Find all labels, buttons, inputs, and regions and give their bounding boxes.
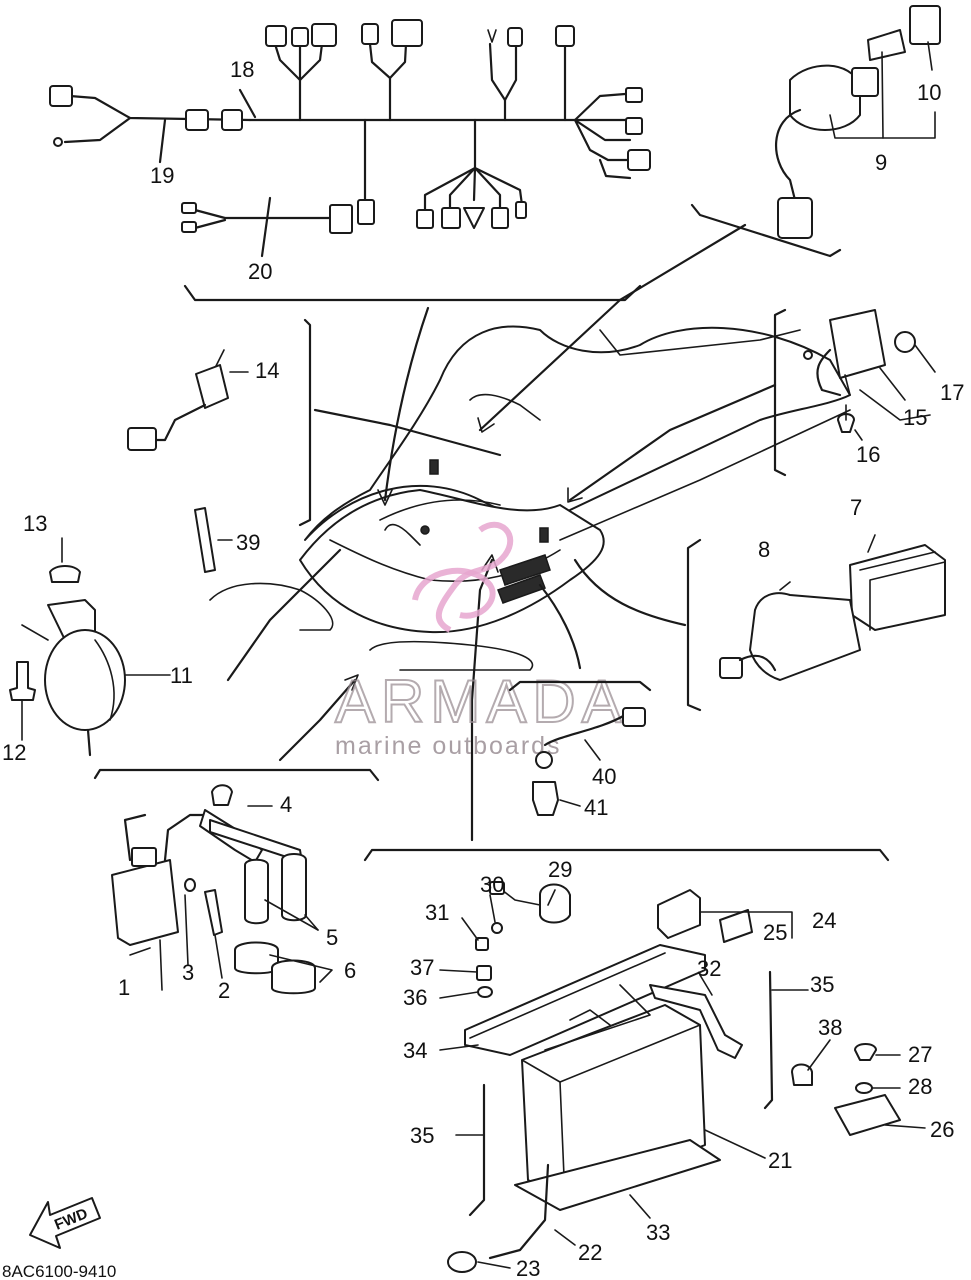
- callout-35-top: 35: [810, 972, 834, 997]
- cdi-group: [686, 534, 946, 712]
- callout-23: 23: [516, 1256, 540, 1280]
- callout-32: 32: [697, 956, 721, 981]
- callout-16: 16: [856, 442, 880, 467]
- callout-26: 26: [930, 1117, 954, 1142]
- ignition-coil-group: [93, 768, 380, 995]
- switch-group-14: [127, 318, 312, 573]
- callout-33: 33: [646, 1220, 670, 1245]
- snowmobile-illustration: [209, 223, 931, 842]
- callout-17: 17: [940, 380, 964, 405]
- callout-25: 25: [763, 920, 787, 945]
- callout-5: 5: [326, 925, 338, 950]
- callout-39: 39: [236, 530, 260, 555]
- callout-22: 22: [578, 1240, 602, 1265]
- callout-19: 19: [150, 163, 174, 188]
- callout-4: 4: [280, 792, 292, 817]
- callout-27: 27: [908, 1042, 932, 1067]
- callout-30: 30: [480, 872, 504, 897]
- callout-31: 31: [425, 900, 449, 925]
- callout-15: 15: [903, 405, 927, 430]
- callout-41: 41: [584, 795, 608, 820]
- callout-14: 14: [255, 358, 279, 383]
- horn-group: [9, 537, 171, 757]
- watermark-brand: ARMADA: [335, 668, 628, 735]
- callout-35-bottom: 35: [410, 1123, 434, 1148]
- battery-group: [363, 848, 926, 1273]
- sensor-group: [508, 680, 652, 816]
- callout-24: 24: [812, 908, 836, 933]
- callout-2: 2: [218, 978, 230, 1003]
- callout-8: 8: [758, 537, 770, 562]
- callout-12: 12: [2, 740, 26, 765]
- callout-labels: 18 19 20 10 9 14 17 15 16 13 39 7 8 11 1…: [2, 57, 964, 1280]
- wire-harness-group: [49, 19, 651, 302]
- diagram-code: 8AC6100-9410: [2, 1262, 116, 1280]
- callout-7: 7: [850, 495, 862, 520]
- callout-34: 34: [403, 1038, 427, 1063]
- callout-28: 28: [908, 1074, 932, 1099]
- fwd-arrow-icon: FWD: [29, 1197, 101, 1249]
- callout-9: 9: [875, 150, 887, 175]
- callout-11: 11: [170, 663, 193, 688]
- watermark: ARMADA marine outboards: [334, 521, 628, 760]
- callout-18: 18: [230, 57, 254, 82]
- callout-3: 3: [182, 960, 194, 985]
- callout-13: 13: [23, 511, 47, 536]
- callout-37: 37: [410, 955, 434, 980]
- callout-21: 21: [768, 1148, 792, 1173]
- callout-6: 6: [344, 958, 356, 983]
- callout-38: 38: [818, 1015, 842, 1040]
- main-switch-group: [690, 5, 941, 258]
- callout-36: 36: [403, 985, 427, 1010]
- callout-29: 29: [548, 857, 572, 882]
- regulator-group: [773, 308, 936, 477]
- callout-20: 20: [248, 259, 272, 284]
- callout-10: 10: [917, 80, 941, 105]
- callout-40: 40: [592, 764, 616, 789]
- callout-1: 1: [118, 975, 130, 1000]
- watermark-tagline: marine outboards: [335, 732, 562, 760]
